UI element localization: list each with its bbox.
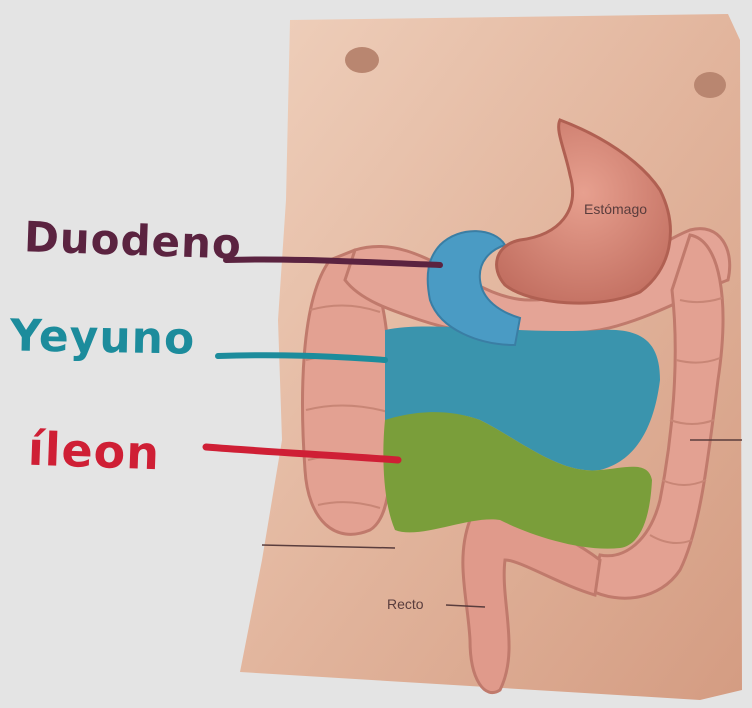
left-nipple: [345, 47, 379, 73]
recto-printed-label: Recto: [387, 596, 424, 612]
duodeno-label: Duodeno: [23, 216, 242, 266]
ileon-label: íleon: [27, 426, 161, 477]
right-nipple: [694, 72, 726, 98]
estomago-printed-label: Estómago: [584, 201, 647, 217]
yeyuno-label: Yeyuno: [10, 314, 196, 361]
